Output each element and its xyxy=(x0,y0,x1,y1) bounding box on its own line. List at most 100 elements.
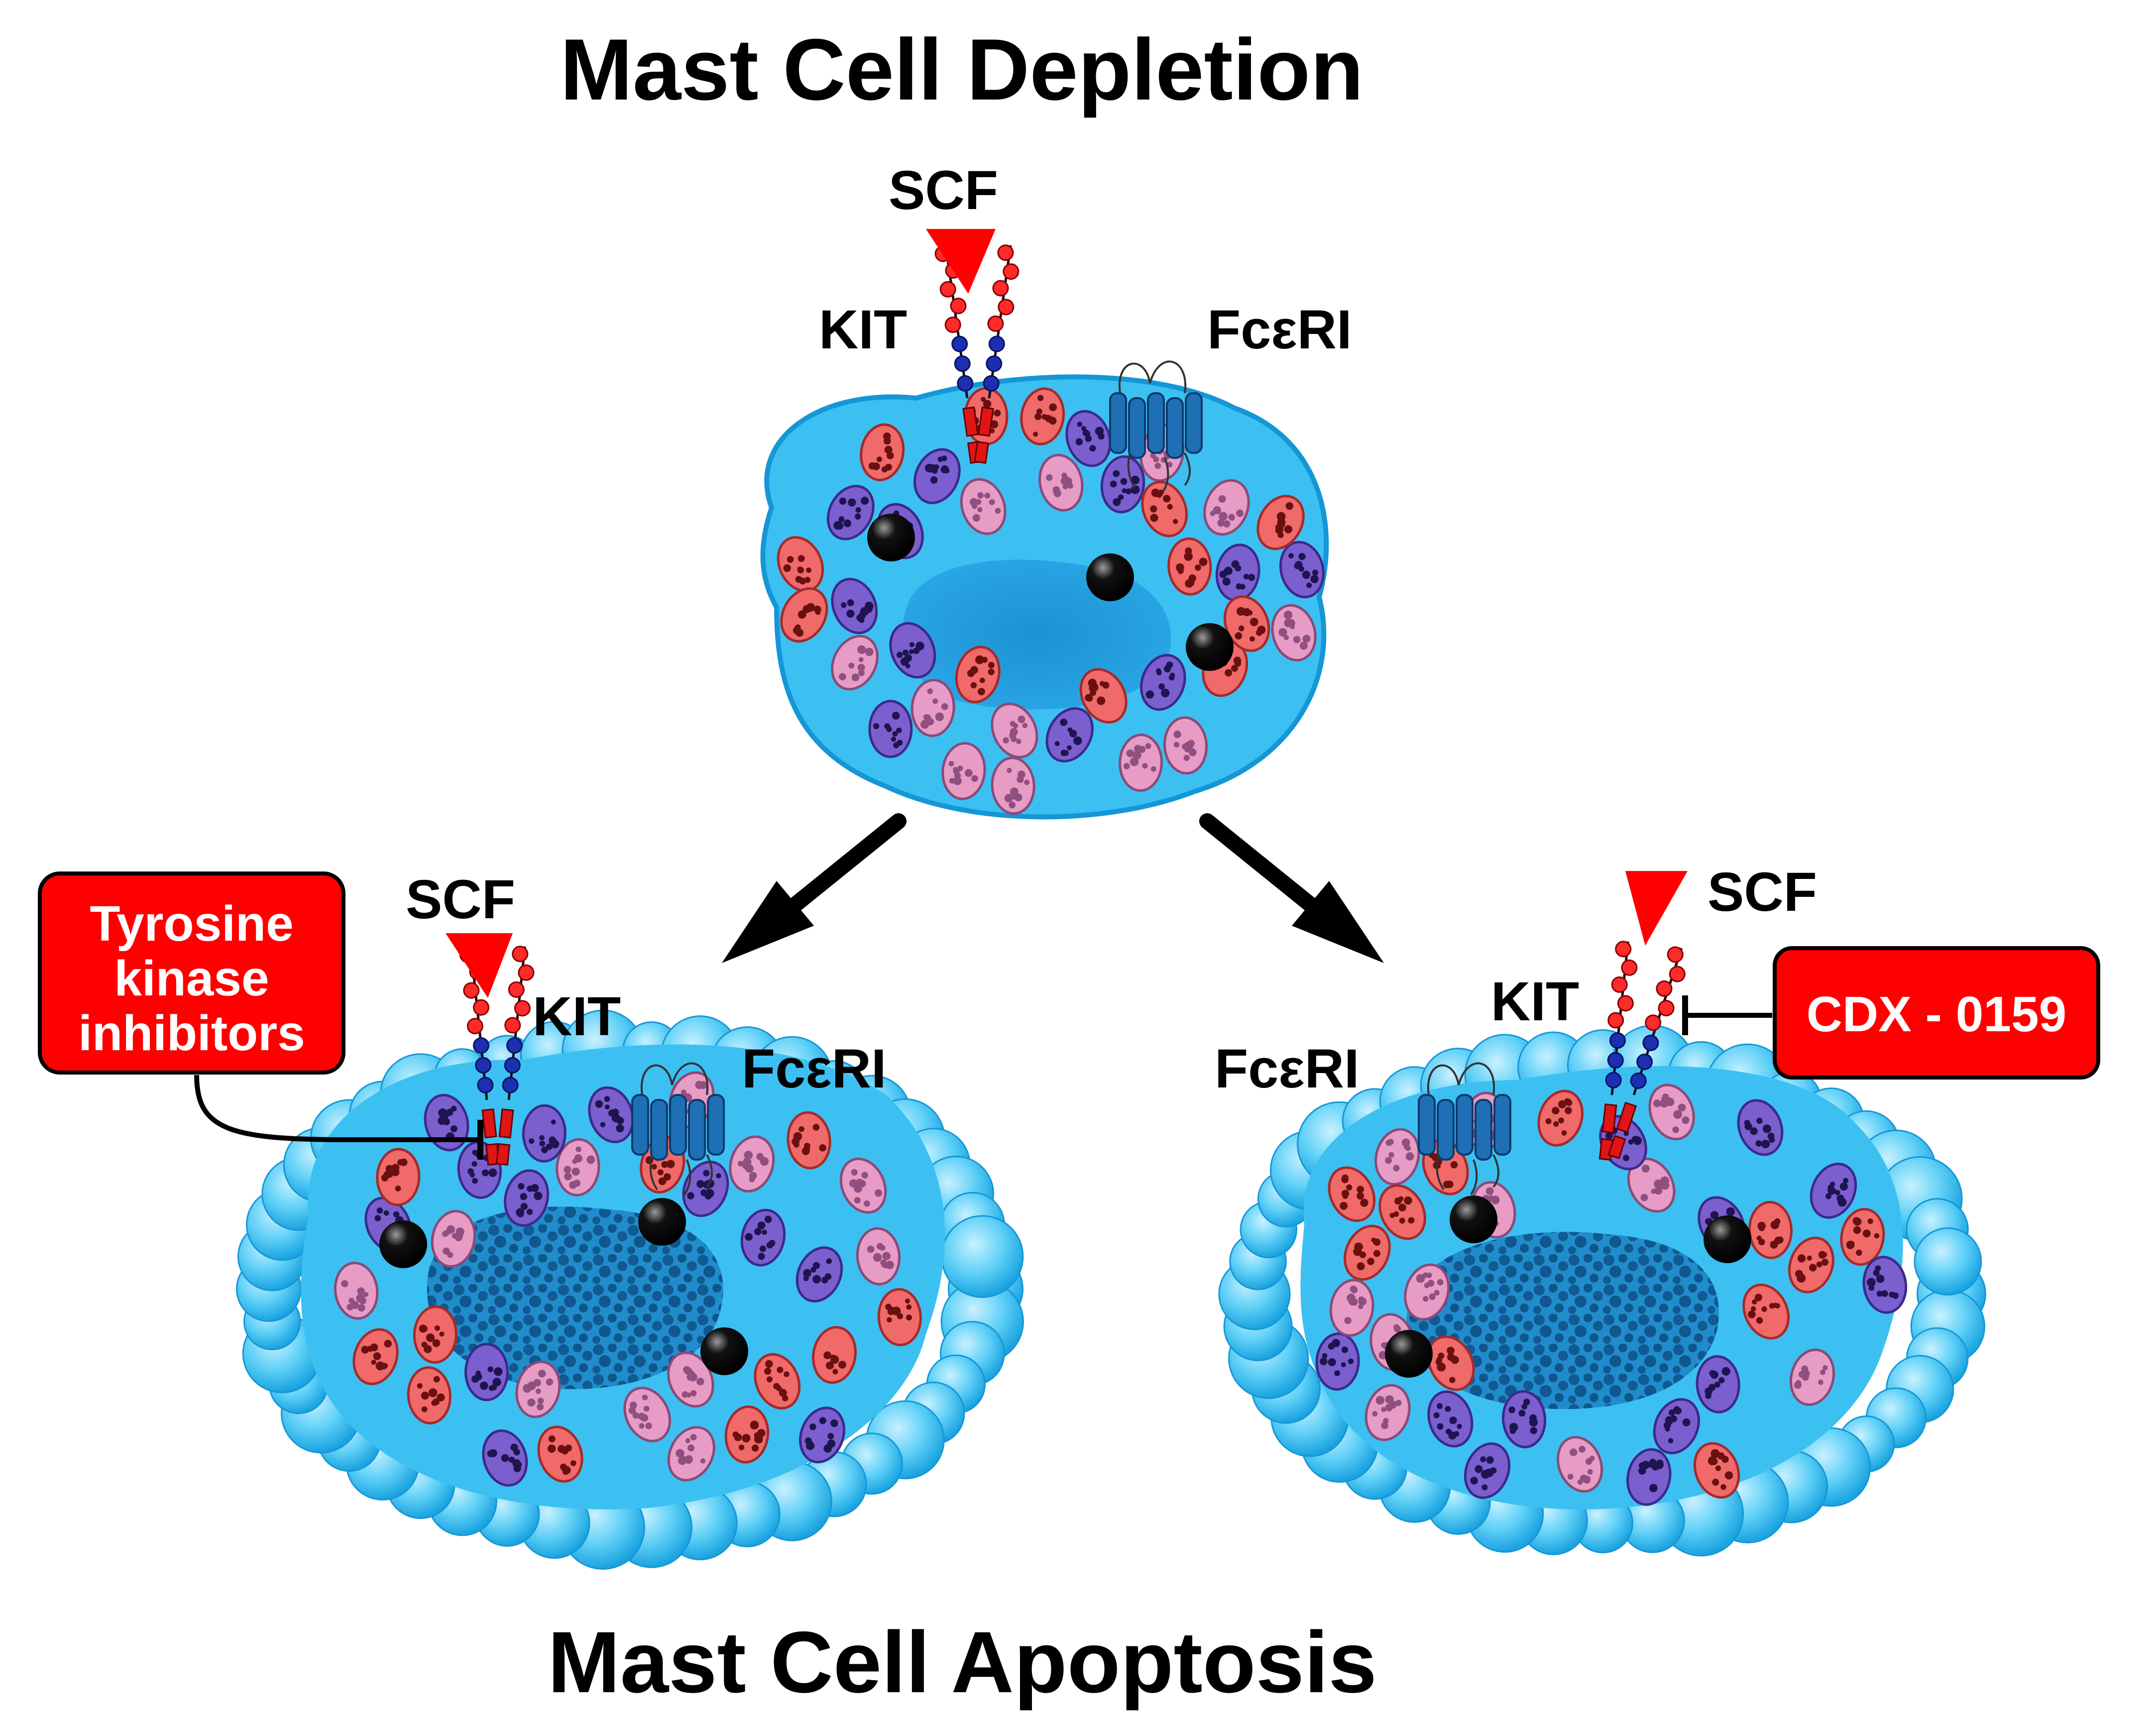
fceri-helix xyxy=(1456,1094,1474,1156)
fceri-helix xyxy=(631,1094,649,1156)
granule xyxy=(1427,1335,1475,1391)
top-mast-cell xyxy=(760,374,1329,820)
granule xyxy=(991,757,1035,815)
granule xyxy=(1862,1256,1908,1314)
granule xyxy=(1464,1442,1511,1499)
dark-granule xyxy=(1086,553,1134,601)
dark-granule xyxy=(379,1220,427,1268)
fceri-helix xyxy=(1128,397,1146,459)
right-kit-label: KIT xyxy=(1491,971,1579,1032)
granule xyxy=(1020,387,1065,445)
granule xyxy=(724,1405,770,1464)
fceri-tail xyxy=(1127,452,1191,494)
granule xyxy=(799,1407,846,1464)
granule xyxy=(1696,1355,1740,1413)
fceri-helix xyxy=(1147,392,1165,454)
granule xyxy=(960,478,1007,535)
granule xyxy=(515,1360,561,1418)
top-kit-label: KIT xyxy=(819,299,907,360)
dark-granule xyxy=(1385,1330,1433,1378)
granule xyxy=(1748,1200,1793,1259)
top-fceri-label: FcεRI xyxy=(1207,299,1352,360)
granule xyxy=(1279,541,1325,599)
arrow-to-left-cell xyxy=(722,813,907,963)
right-apoptotic-cell xyxy=(1218,1025,1986,1557)
fceri-helix xyxy=(688,1099,706,1161)
tki-inhibition-line xyxy=(194,1075,478,1142)
granule xyxy=(991,702,1038,758)
diagram-title-top: Mast Cell Depletion xyxy=(560,21,1363,118)
granule xyxy=(413,1305,457,1364)
granule xyxy=(352,1328,399,1386)
granule xyxy=(424,1093,469,1152)
fceri-tail xyxy=(649,1154,713,1195)
cdx-0159-box: CDX - 0159 xyxy=(1773,946,2100,1080)
bleb xyxy=(1914,1227,1982,1296)
granule xyxy=(1038,453,1084,512)
granule xyxy=(334,1261,379,1320)
left-fceri-receptor xyxy=(631,1062,725,1195)
fceri-helix xyxy=(1418,1094,1436,1156)
granule xyxy=(1626,1448,1672,1506)
fceri-helix xyxy=(707,1094,725,1156)
left-cell-dark-granules xyxy=(379,1198,748,1375)
granule xyxy=(729,1135,775,1193)
right-kit-receptor xyxy=(1598,941,1686,1161)
right-cell-fragmented-nucleus xyxy=(1406,1232,1719,1409)
granule xyxy=(1648,1083,1695,1141)
right-fceri-label: FcεRI xyxy=(1215,1038,1360,1099)
diagram-title-bottom: Mast Cell Apoptosis xyxy=(548,1614,1377,1711)
granule xyxy=(868,700,913,758)
kit-chain-right xyxy=(495,946,535,1166)
tki-line-2: kinase xyxy=(114,951,269,1006)
dark-granule xyxy=(867,514,915,561)
right-scf-label: SCF xyxy=(1707,862,1817,923)
granule xyxy=(787,1111,831,1170)
tki-line-3: inhibitors xyxy=(78,1005,305,1061)
granule xyxy=(504,1169,550,1227)
granule xyxy=(1167,537,1212,596)
right-fceri-receptor xyxy=(1418,1062,1511,1195)
fceri-helix xyxy=(1437,1099,1455,1161)
left-apoptotic-cell xyxy=(236,1009,1024,1570)
granule xyxy=(1045,707,1094,762)
dark-granule xyxy=(1703,1215,1751,1263)
kit-chain-left xyxy=(1598,941,1638,1161)
fceri-helix xyxy=(1493,1094,1511,1156)
fceri-helix xyxy=(650,1099,668,1161)
fceri-helix xyxy=(669,1094,687,1156)
granule xyxy=(1693,1442,1740,1499)
granule xyxy=(1364,1384,1411,1441)
top-cell-dark-granules xyxy=(867,514,1234,671)
fceri-helix xyxy=(1109,392,1127,454)
granule xyxy=(1537,1089,1584,1147)
granule xyxy=(1203,479,1250,536)
granule xyxy=(1427,1390,1474,1448)
kit-chain-right xyxy=(974,244,1020,464)
right-scf-ligand xyxy=(1625,871,1688,946)
granule xyxy=(1079,668,1128,724)
granule xyxy=(1840,1207,1885,1266)
granule xyxy=(588,1086,634,1143)
right-cell-dark-granules xyxy=(1385,1195,1751,1378)
top-cell-granules xyxy=(777,387,1325,815)
granule xyxy=(1100,455,1145,514)
granule xyxy=(1653,1398,1701,1454)
granule xyxy=(812,1326,857,1384)
left-scf-ligand xyxy=(446,933,513,998)
granule xyxy=(407,1366,452,1425)
granule xyxy=(1627,1157,1676,1213)
granule xyxy=(1163,716,1208,775)
fceri-loop xyxy=(1118,360,1187,394)
right-cell-granules xyxy=(1315,1083,1908,1506)
dark-granule xyxy=(1450,1195,1497,1243)
granule xyxy=(1065,410,1112,467)
granule xyxy=(623,1387,672,1442)
left-kit-label: KIT xyxy=(533,986,621,1047)
left-scf-label: SCF xyxy=(406,869,515,930)
fceri-helix xyxy=(1185,392,1203,454)
granule xyxy=(941,742,986,800)
dark-granule xyxy=(638,1198,686,1246)
fceri-loop xyxy=(640,1062,709,1095)
